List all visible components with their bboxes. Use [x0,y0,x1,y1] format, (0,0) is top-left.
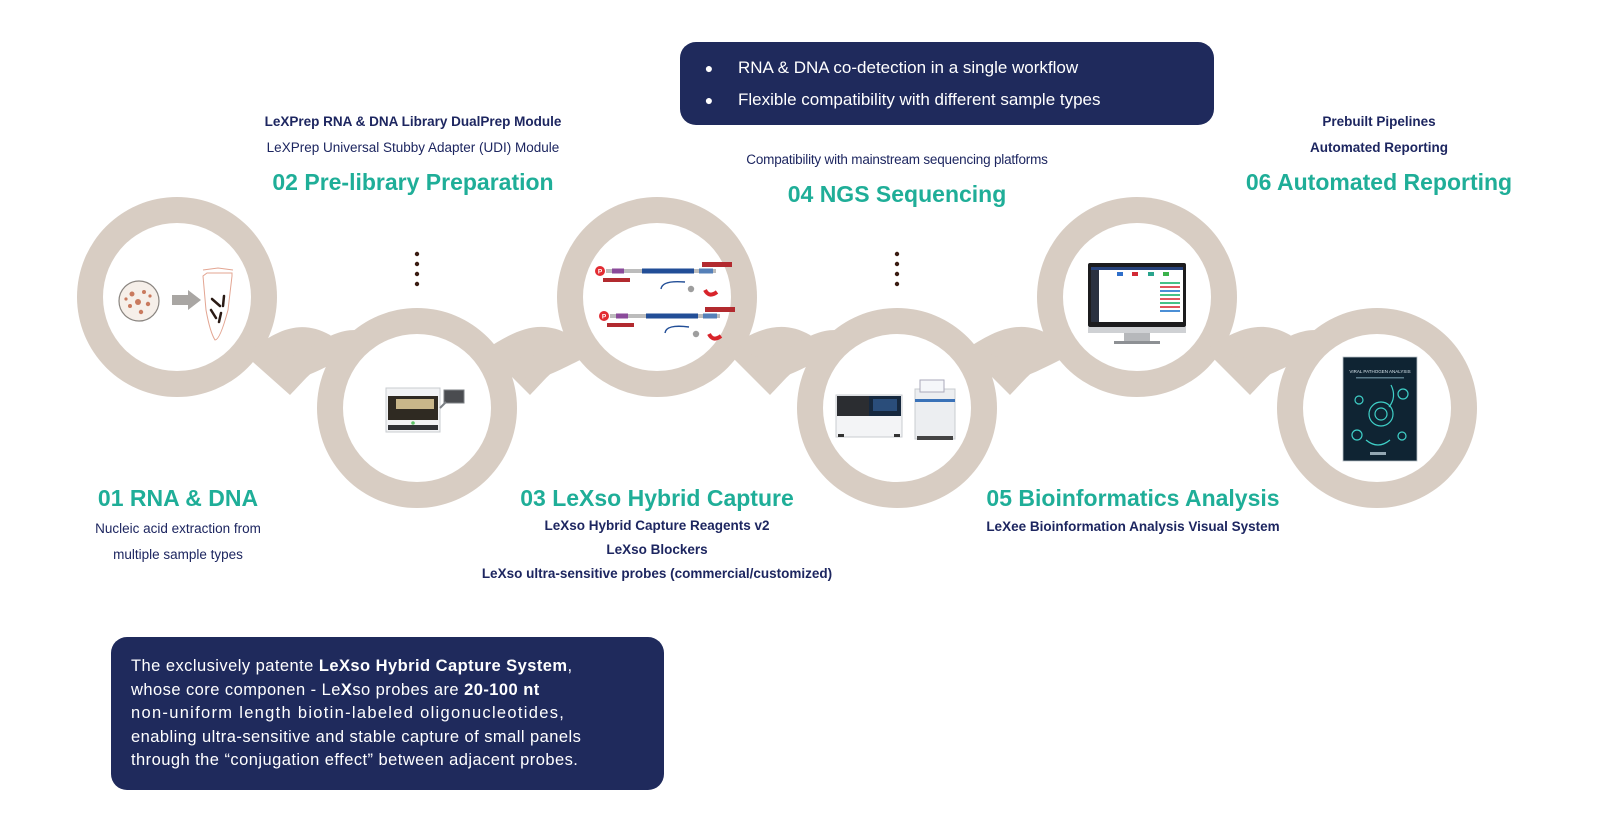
dots-above-step-4 [894,251,900,287]
top-callout-bullet-2: ● Flexible compatibility with different … [680,84,1214,116]
step-6-title: 06 Automated Reporting [1245,169,1513,195]
svg-text:VIRAL PATHOGEN ANALYSIS: VIRAL PATHOGEN ANALYSIS [1349,369,1410,374]
step-2-title: 02 Pre-library Preparation [272,169,554,195]
step-5-labels: 05 Bioinformatics Analysis LeXee Bioinfo… [933,485,1333,540]
step-3-title: 03 LeXso Hybrid Capture [520,485,794,511]
step-4-title: 04 NGS Sequencing [787,181,1007,207]
svg-text:P: P [598,269,603,276]
step-1-description-2: multiple sample types [113,547,243,562]
bottom-callout-box: The exclusively patente LeXso Hybrid Cap… [111,637,664,790]
bottom-callout-text: The exclusively patente LeXso Hybrid Cap… [131,657,582,769]
top-callout-bullet-1: ● RNA & DNA co-detection in a single wor… [680,52,1214,84]
step-4-description: Compatibility with mainstream sequencing… [746,152,1048,167]
step-1-labels: 01 RNA & DNA Nucleic acid extraction fro… [28,485,328,568]
svg-text:P: P [602,314,607,321]
sequencer-instruments [835,379,956,440]
bullet-icon: ● [704,60,714,76]
step-2-product-1: LeXPrep RNA & DNA Library DualPrep Modul… [264,114,562,129]
hybrid-capture-probe-diagram: P P [595,262,735,341]
step-1-description-1: Nucleic acid extraction from [95,521,261,536]
step-3-labels: 03 LeXso Hybrid Capture LeXso Hybrid Cap… [457,485,857,586]
library-prep-instrument [385,387,465,433]
step-2-labels: LeXPrep RNA & DNA Library DualPrep Modul… [213,109,613,196]
step-6-labels: Prebuilt Pipelines Automated Reporting 0… [1229,109,1529,196]
step-6-feature-1: Prebuilt Pipelines [1322,114,1436,129]
ring-3 [557,197,757,397]
bullet-icon: ● [704,92,714,108]
step-3-product-3: LeXso ultra-sensitive probes (commercial… [481,566,833,581]
step-6-feature-2: Automated Reporting [1310,140,1448,155]
viral-pathogen-report-cover: VIRAL PATHOGEN ANALYSIS [1342,356,1418,462]
step-5-product: LeXee Bioinformation Analysis Visual Sys… [986,519,1280,534]
step-4-labels: Compatibility with mainstream sequencing… [697,147,1097,208]
step-3-product-1: LeXso Hybrid Capture Reagents v2 [544,518,770,533]
top-callout-box: ● RNA & DNA co-detection in a single wor… [680,42,1214,125]
step-1-title: 01 RNA & DNA [97,485,259,511]
step-5-title: 05 Bioinformatics Analysis [986,485,1280,511]
sample-to-tube-illustration [118,267,234,341]
analysis-software-monitor [1088,263,1186,344]
step-3-product-2: LeXso Blockers [606,542,708,557]
dots-above-step-2 [414,251,420,287]
step-2-product-2: LeXPrep Universal Stubby Adapter (UDI) M… [266,140,560,155]
